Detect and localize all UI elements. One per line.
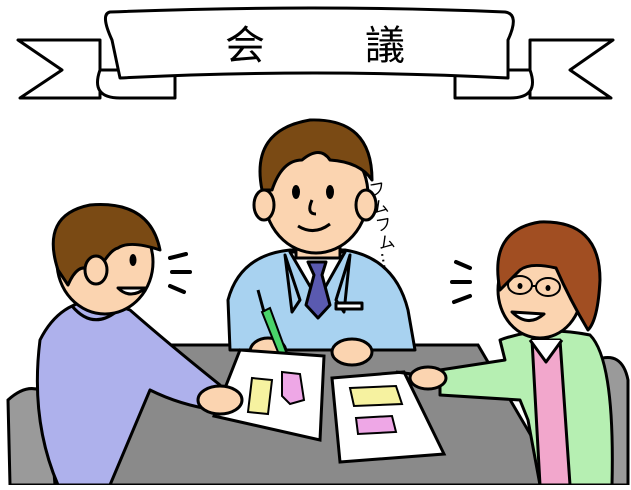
person-right xyxy=(395,220,614,487)
speech-marks-right xyxy=(450,260,472,304)
banner-title: 会 議 xyxy=(225,23,435,69)
document-right xyxy=(330,370,447,464)
document-left xyxy=(211,348,326,442)
speech-marks-left xyxy=(168,252,192,294)
ribbon-banner xyxy=(16,6,615,100)
person-left xyxy=(35,203,244,487)
